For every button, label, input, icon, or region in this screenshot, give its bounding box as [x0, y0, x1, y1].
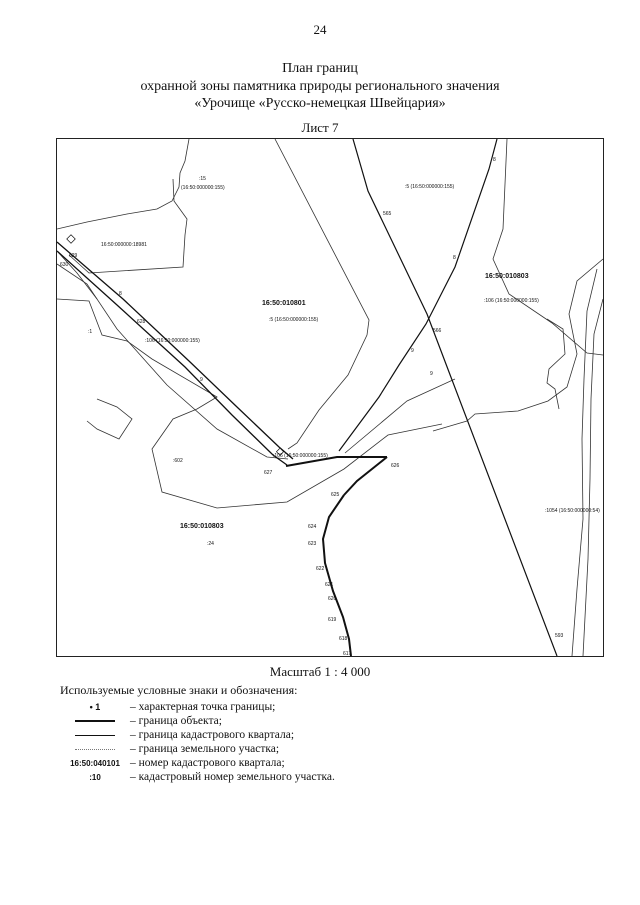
- boundary-point: 9: [200, 377, 203, 383]
- boundary-point: 620: [328, 596, 337, 602]
- parcel-boundary: [582, 298, 603, 656]
- boundary-point: 624: [308, 524, 317, 530]
- parcel-label: :15: [199, 176, 206, 182]
- parcel-boundary: [57, 139, 190, 230]
- boundary-point: 621: [325, 582, 334, 588]
- sheet-label: Лист 7: [301, 120, 339, 135]
- boundary-point: 566: [433, 328, 442, 334]
- parcel-line-symbol: [75, 748, 115, 750]
- marker-diamond: [66, 234, 76, 244]
- legend-item: :10 – кадастровый номер земельного участ…: [60, 770, 600, 784]
- legend-text: – граница кадастрового квартала;: [130, 729, 295, 741]
- parcel-label: :5 (16:50:000000:155): [269, 317, 319, 323]
- parcel-label: :106 (16:50:000000:155): [145, 338, 200, 344]
- marker-diamond: [275, 447, 285, 456]
- parcel-boundary: [571, 268, 598, 656]
- boundary-point: 565: [383, 211, 392, 217]
- object-line-symbol: [75, 720, 115, 722]
- parcel-boundary: [57, 298, 443, 509]
- legend-item: – граница кадастрового квартала;: [60, 728, 600, 742]
- legend-symbol: :10: [89, 772, 101, 782]
- legend-text: – характерная точка границы;: [130, 701, 276, 713]
- boundary-point: 617: [343, 651, 352, 656]
- legend-symbol: 16:50:040101: [70, 758, 120, 768]
- legend-item: • 1 – характерная точка границы;: [60, 700, 600, 714]
- boundary-point: 593: [555, 633, 564, 639]
- boundary-point: 8: [119, 291, 122, 297]
- map-frame: 16:50:010801 16:50:010803 16:50:010803 :…: [56, 138, 604, 657]
- parcel-label: :5 (16:50:000000:155): [405, 184, 455, 190]
- legend-item: – граница земельного участка;: [60, 742, 600, 756]
- legend-title: Используемые условные знаки и обозначени…: [60, 683, 298, 697]
- legend-text: – кадастровый номер земельного участка.: [130, 771, 335, 783]
- legend-item: – граница объекта;: [60, 714, 600, 728]
- quarter-label: 16:50:010801: [262, 300, 306, 307]
- parcel-boundary: [344, 378, 456, 454]
- parcel-boundary: [546, 318, 566, 410]
- parcel-label: :106 (16:50:000000:155): [273, 453, 328, 459]
- title-line-3: «Урочище «Русско-немецкая Швейцария»: [194, 96, 446, 111]
- scale-label: Масштаб 1 : 4 000: [269, 664, 371, 679]
- quarter-line-symbol: [75, 734, 115, 736]
- object-boundary-link: [343, 456, 388, 496]
- legend-symbol: [60, 720, 130, 722]
- legend-text: – номер кадастрового квартала;: [130, 757, 285, 769]
- parcel-boundary: [68, 178, 188, 274]
- boundary-point: 8: [493, 157, 496, 163]
- parcel-label: :1: [88, 329, 92, 335]
- quarter-boundary: [338, 139, 498, 452]
- object-boundary: [285, 456, 387, 467]
- legend-text: – граница земельного участка;: [130, 743, 280, 755]
- boundary-map: 16:50:010801 16:50:010803 16:50:010803 :…: [57, 139, 603, 656]
- boundary-point: 626: [391, 463, 400, 469]
- object-boundary-south: [321, 494, 352, 656]
- quarter-label: 16:50:010803: [180, 523, 224, 530]
- parcel-label: :24: [207, 541, 214, 547]
- parcel-boundary: [57, 250, 98, 300]
- quarter-label: 16:50:010803: [485, 273, 529, 280]
- boundary-point: 9: [411, 348, 414, 354]
- boundary-point: 625: [331, 492, 340, 498]
- boundary-point: 623: [308, 541, 317, 547]
- parcel-label: :106 (16:50:000000:155): [484, 298, 539, 304]
- parcel-boundary: [86, 398, 133, 440]
- boundary-point: 622: [316, 566, 325, 572]
- legend-text: – граница объекта;: [130, 715, 222, 727]
- boundary-point: 627: [264, 470, 273, 476]
- legend: Используемые условные знаки и обозначени…: [60, 683, 600, 784]
- boundary-point: 619: [328, 617, 337, 623]
- boundary-point: 630: [60, 262, 69, 268]
- legend-item: 16:50:040101 – номер кадастрового кварта…: [60, 756, 600, 770]
- legend-symbol: [60, 734, 130, 736]
- title-line-1: План границ: [282, 61, 358, 76]
- object-boundary-inner: [57, 241, 294, 460]
- boundary-point: 629: [69, 253, 78, 259]
- legend-symbol: [60, 748, 130, 750]
- parcel-label: (16:50:000000:155): [181, 185, 225, 191]
- parcel-boundary: [57, 263, 289, 460]
- boundary-point: 618: [339, 636, 348, 642]
- boundary-point: 8: [453, 255, 456, 261]
- parcel-boundary: [274, 139, 370, 450]
- boundary-point: 628: [137, 319, 146, 325]
- legend-symbol: • 1: [89, 702, 101, 712]
- parcel-label: :602: [173, 458, 183, 464]
- quarter-boundary: [352, 139, 558, 656]
- object-boundary-outer: [57, 250, 288, 466]
- page-number: 24: [313, 22, 327, 37]
- parcel-label: 16:50:000000:18981: [101, 242, 147, 248]
- parcel-label: :1054 (16:50:000000:54): [545, 508, 600, 514]
- boundary-point: 9: [430, 371, 433, 377]
- parcel-boundary: [432, 258, 603, 432]
- title-line-2: охранной зоны памятника природы регионал…: [140, 79, 500, 94]
- parcel-boundary: [492, 139, 603, 356]
